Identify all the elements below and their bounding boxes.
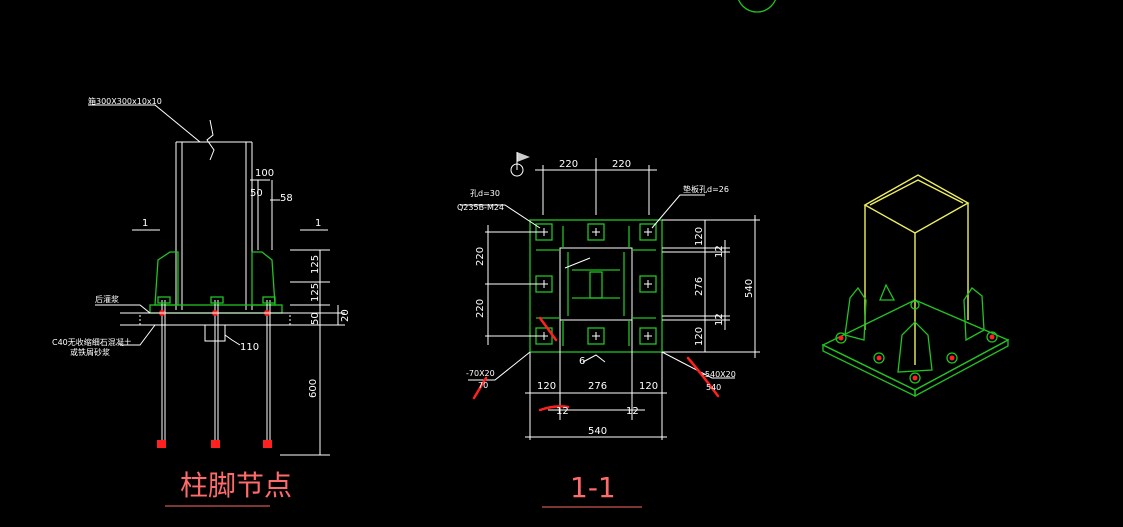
top-dim-2: 220	[612, 159, 631, 170]
dim-58: 58	[280, 193, 293, 204]
plate-left-1: -70X20	[466, 369, 495, 378]
right-dim-2: 276	[694, 277, 705, 296]
right-small-2: 12	[714, 313, 725, 326]
bottom-total: 540	[588, 426, 607, 437]
plate-right-2: 540	[706, 383, 721, 392]
bottom-dim-1: 120	[537, 381, 556, 392]
left-title: 柱脚节点	[180, 469, 292, 502]
plate-right-1: -540X20	[702, 370, 736, 379]
top-dim-1: 220	[559, 159, 578, 170]
concrete-note-2: 或铁屑砂浆	[70, 347, 110, 357]
right-small-1: 12	[714, 245, 725, 258]
concrete-note-1: C40无收缩细石混凝土	[52, 337, 132, 347]
section-mark-left: 1	[142, 218, 148, 229]
grid-bubble	[737, 0, 777, 13]
dim-50b: 50	[310, 312, 321, 325]
bolt-grid	[535, 223, 657, 345]
bottom-small-2: 12	[626, 406, 639, 417]
dim-110: 110	[240, 342, 259, 353]
grout-note: 后灌浆	[95, 294, 119, 304]
dim-50: 50	[250, 188, 263, 199]
column-note: 箱300X300x10x10	[88, 96, 162, 106]
right-dim-3: 120	[694, 327, 705, 346]
dim-125b: 125	[310, 283, 321, 302]
right-dim-1: 120	[694, 227, 705, 246]
section-title: 1-1	[570, 471, 616, 504]
bottom-dim-2: 276	[588, 381, 607, 392]
bolt-note: Q235B-M24	[457, 203, 504, 212]
washer-note: 垫板孔d=26	[683, 184, 729, 194]
hole-note: 孔d=30	[470, 189, 500, 198]
plate-left-2: 70	[478, 381, 488, 390]
left-dim-2: 220	[475, 299, 486, 318]
bottom-dim-3: 120	[639, 381, 658, 392]
total-right: 540	[744, 279, 755, 298]
bottom-small-1: 12	[556, 406, 569, 417]
column-foot-elevation	[88, 104, 345, 507]
dim-20: 20	[340, 309, 351, 322]
dim-600: 600	[308, 379, 319, 398]
column-foot-3d	[821, 174, 1010, 398]
dim-100: 100	[255, 168, 274, 179]
left-dim-1: 220	[475, 247, 486, 266]
section-1-1-plan	[460, 152, 760, 508]
weld-6: 6	[579, 356, 585, 367]
section-mark-right: 1	[315, 218, 321, 229]
dim-125a: 125	[310, 255, 321, 274]
